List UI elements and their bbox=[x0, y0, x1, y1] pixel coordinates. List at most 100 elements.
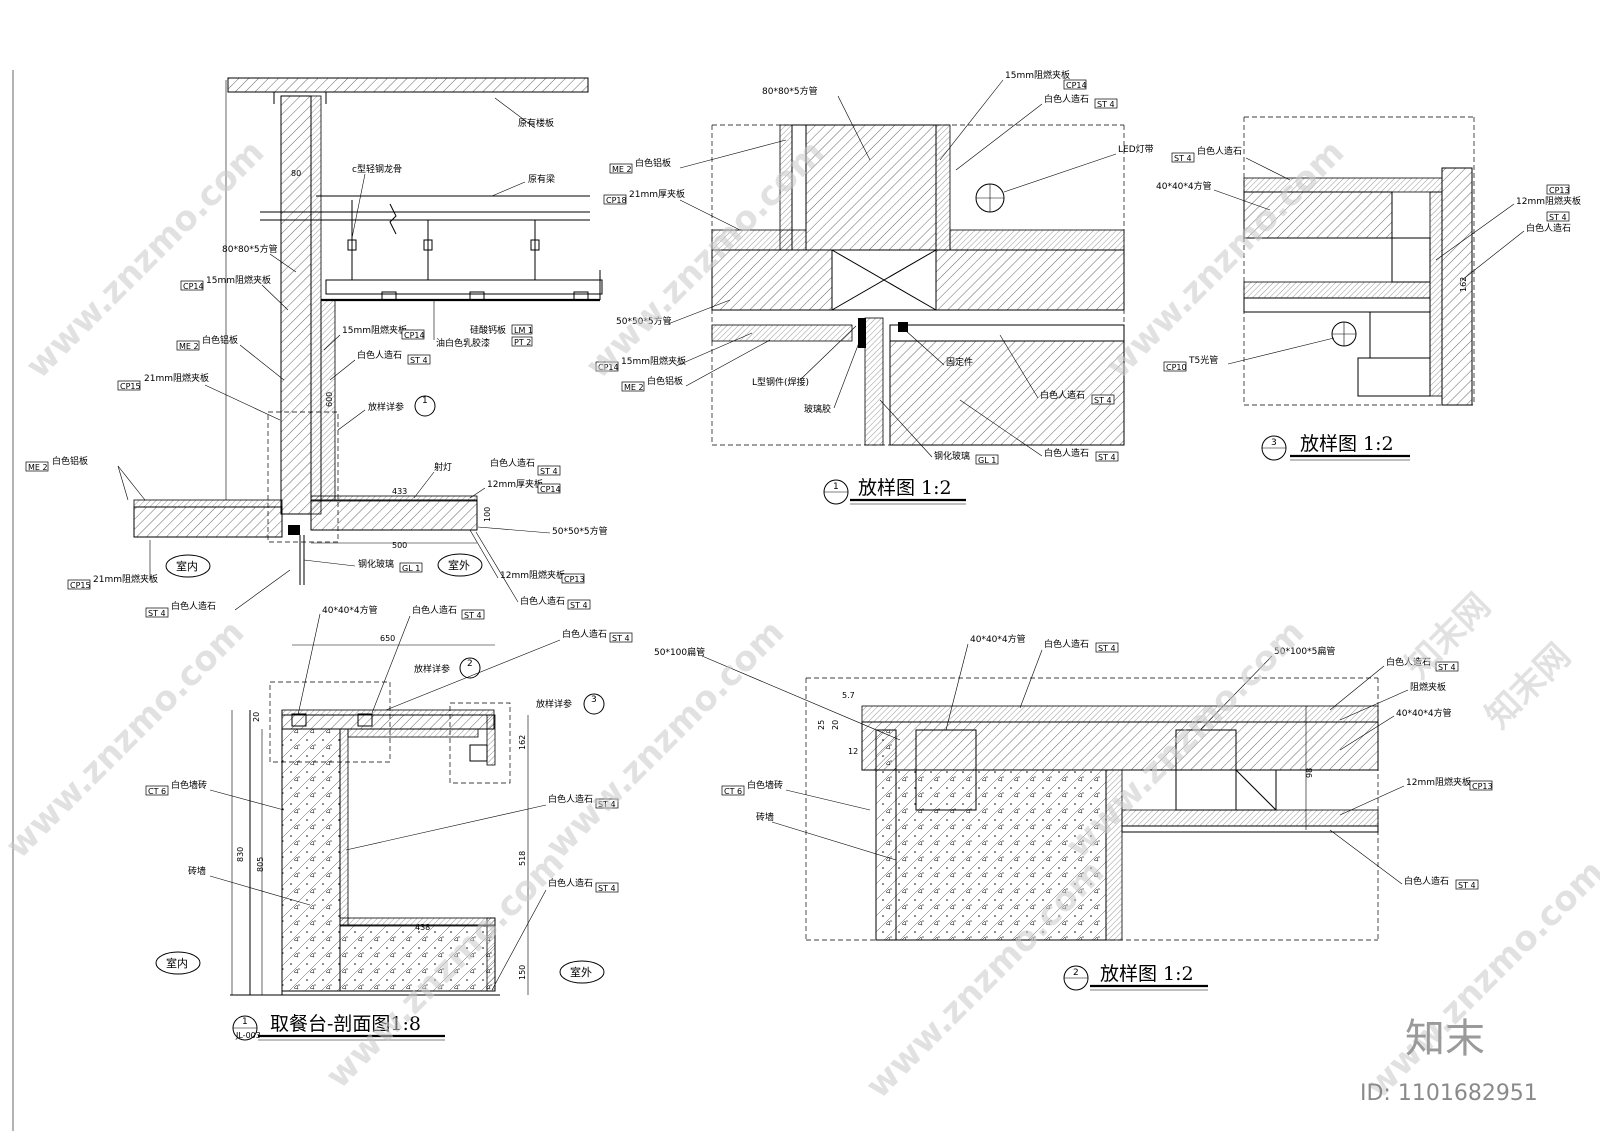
label-stone-a: 白色人造石 bbox=[412, 604, 457, 616]
dim-80: 80 bbox=[291, 169, 301, 178]
d2-dim-98: 98 bbox=[1305, 768, 1314, 778]
label-latex-paint: 油白色乳胶漆 bbox=[436, 337, 490, 349]
ref-num-2: 2 bbox=[467, 659, 473, 669]
dim-20: 20 bbox=[252, 712, 261, 722]
d2-dim-20: 20 bbox=[831, 720, 840, 730]
d2-tag-st4-c: ST 4 bbox=[1458, 881, 1476, 890]
dim-830: 830 bbox=[236, 847, 245, 862]
label-tempered-glass: 钢化玻璃 bbox=[358, 558, 394, 570]
label-st4-stone-d: 白色人造石 bbox=[171, 600, 216, 612]
tag-st4-c: ST 4 bbox=[570, 601, 588, 610]
ref-circle-2 bbox=[459, 657, 481, 679]
dim-433: 433 bbox=[392, 487, 407, 496]
ref-label-2: 放样详参 bbox=[414, 663, 450, 675]
label-pipe-50: 50*50*5方管 bbox=[552, 525, 608, 537]
d1-label-glass-glue: 玻璃胶 bbox=[804, 403, 831, 415]
d3-label-cp13: 12mm阻燃夹板 bbox=[1516, 195, 1581, 207]
label-pipe-80: 80*80*5方管 bbox=[222, 243, 278, 255]
d3-tag-st4-a: ST 4 bbox=[1174, 154, 1192, 163]
d2-label-flat-b: 50*100*5扁管 bbox=[1274, 645, 1335, 657]
dim-150: 150 bbox=[518, 965, 527, 980]
label-stone-b: 白色人造石 bbox=[562, 628, 607, 640]
d2-dim-12: 12 bbox=[848, 747, 858, 756]
d2-label-fire-board: 阻燃夹板 bbox=[1410, 681, 1446, 693]
d2-label-cp13: 12mm阻燃夹板 bbox=[1406, 776, 1471, 788]
d1-tag-me2-b: ME 2 bbox=[624, 383, 644, 392]
d2-label-stone-a: 白色人造石 bbox=[1044, 638, 1089, 650]
indoor-ellipse-lower bbox=[155, 951, 201, 975]
d3-tag-cp10: CP10 bbox=[1166, 363, 1187, 372]
ref-circle-3 bbox=[583, 693, 605, 715]
d2-tag-st4-a: ST 4 bbox=[1098, 644, 1116, 653]
tag-cp14-c: CP14 bbox=[540, 485, 561, 494]
watermark-site: www.znzmo.com bbox=[0, 612, 252, 866]
d1-label-stone-c: 白色人造石 bbox=[1044, 447, 1089, 459]
label-cp14-15mm: 15mm阻燃夹板 bbox=[206, 274, 271, 286]
d1-label-me2-b: 白色铝板 bbox=[647, 375, 683, 387]
watermark-site: www.znzmo.com bbox=[1358, 852, 1600, 1106]
dim-518: 518 bbox=[518, 851, 527, 866]
dim-162: 162 bbox=[518, 735, 527, 750]
watermark-site: www.znzmo.com bbox=[1098, 132, 1352, 386]
main-title: 取餐台-剖面图1:8 bbox=[270, 1013, 421, 1035]
d2-label-brick-wall: 砖墙 bbox=[756, 811, 774, 823]
d3-tag-st4-b: ST 4 bbox=[1549, 213, 1567, 222]
d3-label-t5: T5光管 bbox=[1188, 354, 1218, 366]
d1-label-pipe-80: 80*80*5方管 bbox=[762, 85, 818, 97]
d1-tag-st4-b: ST 4 bbox=[1094, 396, 1112, 405]
label-calcium-board: 硅酸钙板 bbox=[470, 324, 506, 336]
label-stone-d: 白色人造石 bbox=[548, 877, 593, 889]
d1-tag-gl1: GL 1 bbox=[978, 456, 996, 465]
label-pipe-40: 40*40*4方管 bbox=[322, 604, 378, 616]
d3-label-pipe-40: 40*40*4方管 bbox=[1156, 180, 1212, 192]
lower-section: 650 830 805 20 162 518 150 438 40*40* bbox=[145, 604, 633, 1041]
dim-650: 650 bbox=[380, 634, 395, 643]
label-me2-alu: 白色铝板 bbox=[202, 334, 238, 346]
d1-tag-st4-c: ST 4 bbox=[1098, 453, 1116, 462]
indoor-ellipse bbox=[165, 554, 211, 578]
d1-label-cp14: 15mm阻燃夹板 bbox=[1005, 69, 1070, 81]
main-title-num: 1 bbox=[242, 1017, 248, 1027]
ref-num-1: 1 bbox=[422, 396, 428, 406]
d1-label-me2: 白色铝板 bbox=[635, 157, 671, 169]
image-id-text: ID: 1101682951 bbox=[1360, 1081, 1538, 1106]
d3-tag-cp13: CP13 bbox=[1549, 186, 1570, 195]
d1-tag-cp14-b: CP14 bbox=[598, 363, 619, 372]
label-outdoor-upper: 室外 bbox=[448, 558, 470, 572]
watermark-site: www.znzmo.com bbox=[18, 132, 272, 386]
d2-label-pipe-40: 40*40*4方管 bbox=[970, 633, 1026, 645]
d2-label-white-tile: 白色墙砖 bbox=[747, 779, 783, 791]
d1-label-tempered-glass: 钢化玻璃 bbox=[934, 450, 970, 462]
d1-tag-cp18: CP18 bbox=[606, 196, 627, 205]
d1-label-l-steel: L型钢件(焊接) bbox=[752, 376, 809, 388]
tag-st4-b: ST 4 bbox=[540, 467, 558, 476]
label-original-beam: 原有梁 bbox=[528, 173, 555, 185]
outdoor-ellipse bbox=[437, 553, 483, 577]
label-c-keel: c型轻钢龙骨 bbox=[352, 163, 402, 175]
label-cp15-21mm-b: 21mm阻燃夹板 bbox=[93, 573, 158, 585]
label-cp14-15mm-b: 15mm阻燃夹板 bbox=[342, 324, 407, 336]
tag-st4-h: ST 4 bbox=[598, 884, 616, 893]
tag-st4-f: ST 4 bbox=[612, 634, 630, 643]
d3-label-stone-right: 白色人造石 bbox=[1526, 222, 1571, 234]
label-white-tile: 白色墙砖 bbox=[171, 779, 207, 791]
ref-num-3: 3 bbox=[591, 695, 597, 705]
d2-title-num: 2 bbox=[1073, 968, 1079, 978]
tag-st4-e: ST 4 bbox=[464, 611, 482, 620]
ref-label-3: 放样详参 bbox=[536, 698, 572, 710]
d3-title-num: 3 bbox=[1271, 438, 1277, 448]
d1-title-num: 1 bbox=[833, 482, 839, 492]
d2-label-pipe-40-b: 40*40*4方管 bbox=[1396, 707, 1452, 719]
d2-dim-57: 5.7 bbox=[842, 691, 855, 700]
ref-circle-1 bbox=[414, 395, 436, 417]
d3-title: 放样图 1:2 bbox=[1300, 433, 1394, 455]
detail-2: 5.7 25 20 12 98 50*100扁管 40*40*4方管 白色人造石… bbox=[654, 633, 1493, 991]
label-spotlight: 射灯 bbox=[434, 461, 452, 473]
d3-label-stone-top: 白色人造石 bbox=[1197, 145, 1242, 157]
d2-label-flat-a: 50*100扁管 bbox=[654, 646, 705, 658]
dim-500: 500 bbox=[392, 541, 407, 550]
detail-3: ST 4 白色人造石 40*40*4方管 CP13 12mm阻燃夹板 ST 4 … bbox=[1156, 116, 1581, 461]
label-original-slab: 原有楼板 bbox=[518, 117, 554, 129]
tag-st4-d: ST 4 bbox=[148, 609, 166, 618]
label-cp13-12mm: 12mm阻燃夹板 bbox=[500, 569, 565, 581]
